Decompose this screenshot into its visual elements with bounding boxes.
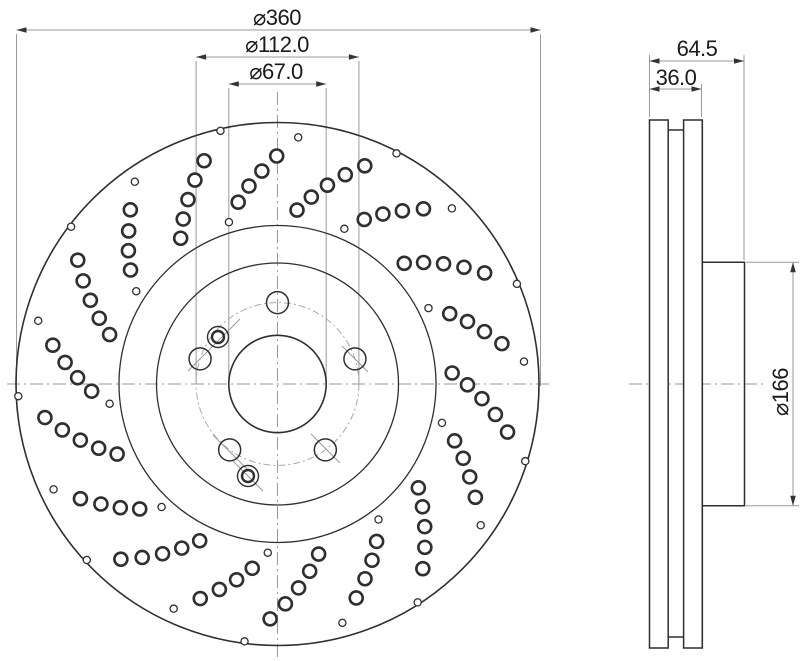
dimension-labels: ⌀360 ⌀112.0 ⌀67.0 64.5 36.0 ⌀166 — [245, 5, 793, 416]
dimension-arrowheads — [16, 27, 796, 506]
label-hat-diameter: ⌀166 — [768, 368, 793, 416]
drilled-hole-pattern — [14, 126, 530, 646]
label-bolt-circle-diameter: ⌀112.0 — [245, 32, 309, 57]
front-view — [15, 121, 540, 647]
side-view-cross-section — [648, 119, 746, 649]
label-total-height: 64.5 — [677, 36, 718, 61]
label-center-bore-diameter: ⌀67.0 — [249, 59, 303, 84]
construction-lines — [7, 29, 799, 657]
label-outer-diameter: ⌀360 — [253, 5, 301, 30]
label-disc-thickness: 36.0 — [656, 65, 697, 90]
